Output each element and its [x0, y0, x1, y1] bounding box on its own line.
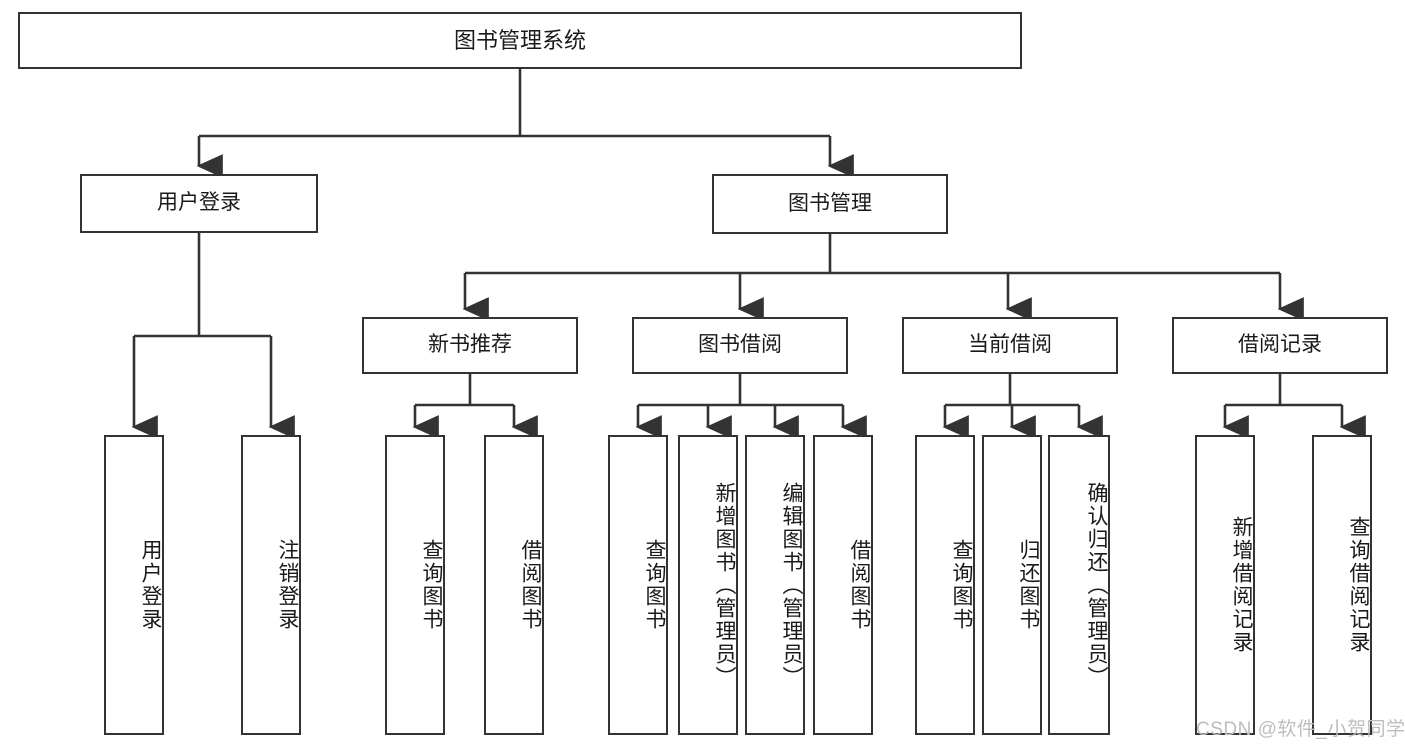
leaf-edit-book-admin[interactable]: 编辑图书（管理员） [745, 435, 805, 735]
leaf-query-book-newbook[interactable]: 查询图书 [385, 435, 445, 735]
leaf-label: 注销登录 [276, 539, 299, 631]
leaf-label: 确认归还（管理员） [1085, 481, 1108, 689]
leaf-borrow-book[interactable]: 借阅图书 [813, 435, 873, 735]
leaf-add-book-admin[interactable]: 新增图书（管理员） [678, 435, 738, 735]
leaf-label: 新增图书（管理员） [713, 481, 736, 689]
node-new-book-recommend[interactable]: 新书推荐 [362, 317, 578, 374]
leaf-label: 查询图书 [950, 539, 973, 631]
leaf-logout[interactable]: 注销登录 [241, 435, 301, 735]
leaf-return-book[interactable]: 归还图书 [982, 435, 1042, 735]
node-user-login[interactable]: 用户登录 [80, 174, 318, 233]
leaf-label: 查询图书 [643, 539, 666, 631]
leaf-label: 借阅图书 [848, 539, 871, 631]
leaf-label: 查询图书 [420, 539, 443, 631]
leaf-label: 查询借阅记录 [1347, 516, 1370, 654]
node-book-borrow[interactable]: 图书借阅 [632, 317, 848, 374]
leaf-add-borrow-record[interactable]: 新增借阅记录 [1195, 435, 1255, 735]
leaf-query-book-borrow[interactable]: 查询图书 [608, 435, 668, 735]
leaf-query-book-current[interactable]: 查询图书 [915, 435, 975, 735]
node-borrow-records[interactable]: 借阅记录 [1172, 317, 1388, 374]
node-current-borrow[interactable]: 当前借阅 [902, 317, 1118, 374]
leaf-confirm-return-admin[interactable]: 确认归还（管理员） [1048, 435, 1110, 735]
watermark: CSDN @软件_小贺同学 [1196, 719, 1405, 740]
node-book-management[interactable]: 图书管理 [712, 174, 948, 234]
leaf-borrow-book-newbook[interactable]: 借阅图书 [484, 435, 544, 735]
leaf-label: 归还图书 [1017, 539, 1040, 631]
leaf-label: 编辑图书（管理员） [780, 481, 803, 689]
node-root-system[interactable]: 图书管理系统 [18, 12, 1022, 69]
leaf-user-login[interactable]: 用户登录 [104, 435, 164, 735]
leaf-query-borrow-record[interactable]: 查询借阅记录 [1312, 435, 1372, 735]
leaf-label: 借阅图书 [519, 539, 542, 631]
leaf-label: 新增借阅记录 [1230, 516, 1253, 654]
leaf-label: 用户登录 [139, 539, 162, 631]
